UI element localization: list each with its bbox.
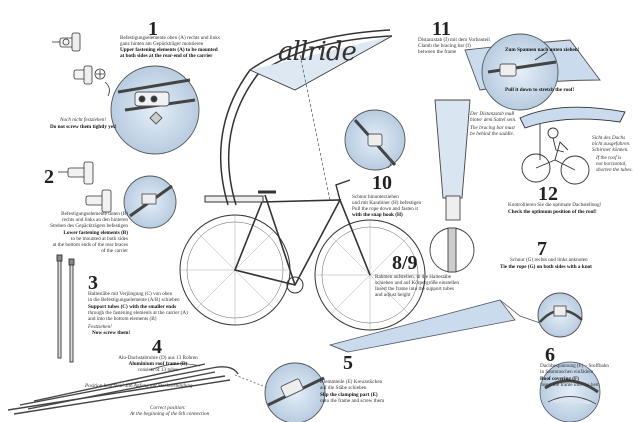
step-6-number: 6 [545,344,555,366]
step11-magnifier [464,33,601,111]
step-3-warning-en: Now screw them! [92,330,131,336]
callout-look-en-2: not horizontal, [596,161,627,167]
step89-frame-assembly [429,99,475,273]
step-2-number: 2 [44,166,54,188]
step-3-text-de-1: Haltestäbe mit Verjüngung (C) von oben [88,291,173,297]
step-7-text-en: Tie the rope (G) on both sides with a kn… [500,264,592,270]
step6-roof-covering [328,299,601,422]
callout-brace-de-2: hinter dem Sattel sein. [470,117,517,123]
step12-rider [519,106,626,185]
step1-fastener-parts [52,32,110,97]
step2-magnifier [123,175,177,229]
step-10-text-de-1: Schnur hinunterziehen [352,194,399,200]
step-10-text-en-2: with the snap hook (H) [352,212,403,218]
step-3-warning-de: Festziehen! [88,324,112,330]
step-3-text-en-3: and into the bottom elements (B) [88,316,157,322]
step-1-text-en-1: Upper fastening elements (A) to be mount… [120,47,218,53]
step-12-text-de: Kontrollieren Sie die optimale Dachstell… [508,202,602,208]
step-6-text-en-2: insert the frame into the hem [540,382,600,388]
step-11-text-2: Clamb the bracing bar (I) [418,43,471,49]
step-89-text-en-2: and adjust height [375,292,411,298]
step-3-text-en-1: Support tubes (C) with the smaller ends [88,304,177,310]
step-2-text-de-3: Streben des Gepäckträgers befestigen [50,223,128,229]
step10-magnifier [344,109,406,171]
step-2-text-en-2: to be mounted at both sides [71,236,128,242]
step-5-text-en-1: Slip the clamping part (E) [320,392,378,398]
step-5-text-en-2: onto the frame and screw them [320,398,385,404]
step-89-number: 8/9 [392,252,418,274]
callout-brace-de-1: Der Distanzstab muß [470,111,515,117]
step-89-text-de-1: Rahmen aufstellen, in die Haltestäbe [375,274,452,280]
step-7-text-de: Schnur (G) rechts und links anknoten [510,257,588,263]
step-5-text-de-1: Klemmteile (E) Kreuzstücken [320,379,383,385]
step-5-number: 5 [343,352,353,374]
step-10-text-de-2: und mit Karabiner (H) befestigen [352,200,422,206]
step-3-text-de-2: in die Befestigungselemente (A/B) schieb… [88,297,180,303]
step7-rope-magnifier [537,292,583,338]
step-11-number: 11 [432,18,451,40]
callout-look-en-1: If the roof is [596,155,622,161]
callout-brace-en-1: The bracing bar must [470,125,515,131]
step-12-text-en: Check the optimum position of the roof! [508,209,597,215]
step-11-text-3: between the frame [418,49,457,55]
step-3-text-en-2: through the fastening elements at the ca… [88,310,188,316]
step4-roof-frame-tubes [7,363,239,415]
step5-magnifier [234,362,326,422]
callout-look-en-3: shorten the tubes. [596,167,633,173]
callout-pull-en: Pull it down to stretch the roof! [505,87,575,93]
brand-logo: allride [278,37,357,67]
step-89-text-en-1: Insert the frame into the support tubes [375,286,454,292]
callout-pull-de: Zum Spannen nach unten ziehen! [505,47,580,53]
step-1-text-de-1: Befestigungselemente oben (A) rechts und… [120,35,220,41]
step-1-warning-en: Do not screw them tightly yet! [50,124,117,130]
callout-brace-en-2: be behind the saddle. [470,131,515,137]
step3-support-tubes [56,254,75,363]
step2-fastener-parts [58,161,112,213]
step-4-note-de: Position beachten! Ein Anfang mit Steckv… [85,383,193,389]
step-2-text-de-2: rechts und links an den hinteren [61,217,128,223]
step-4-note-en-2: At the beginning of the 6th connection [130,411,210,417]
step-3-number: 3 [88,272,98,294]
step-4-text-en-1: Aluminium roof frame (D) [128,361,188,367]
step-89-text-de-2: schieben und auf Körpergröße einstellen [375,280,460,286]
callout-look-de-2: nicht ausgefahren. [592,141,631,147]
step1-magnifier [110,65,200,155]
step-7-number: 7 [537,238,547,260]
step-12-number: 12 [538,183,558,205]
step-1-text-en-2: at both sides at the rear-end of the car… [120,53,213,59]
step-4-text-en-2: consists of 13 tubes [137,367,179,373]
step-2-text-en-1: Lower fastening elements (B) [63,230,128,236]
step-11-text-1: Distanzstab (I) mit dem Vorbauteil [418,37,490,43]
step-1-text-de-2: ganz hinten am Gepäckträger montieren [120,41,204,47]
step-5-text-de-2: auf die Stäbe schieben [320,385,367,391]
step-4-text-de: Alu-Dachstabrohre (D) aus 13 Rohren [118,355,198,361]
step-1-number: 1 [148,18,158,40]
step-2-text-en-4: of the carrier [101,248,128,254]
step-6-text-de-2: in Saumtaschen einfädeln [540,369,594,375]
callout-look-de-3: Schirmer können. [592,147,629,153]
canopy-frame [219,29,393,206]
step-10-number: 10 [372,172,392,194]
step-4-note-en-1: Correct position: [150,405,186,411]
step-2-text-de-1: Befestigungselemente unten (B) [61,211,128,217]
step-1-warning-de: Noch nicht festziehen! [60,117,107,123]
step-6-text-en-1: Roof covering (F) [540,376,579,382]
callout-look-de-1: Sicht des Dachs [592,135,626,141]
step-6-text-de-1: Dachbespannung (F) – Stoffbahn [540,363,609,369]
step-2-text-en-3: at the bottom ends of the rear braces [52,242,128,248]
step-4-number: 4 [152,336,162,358]
step-10-text-en-1: Pull the rope down and fasten it [352,206,418,212]
